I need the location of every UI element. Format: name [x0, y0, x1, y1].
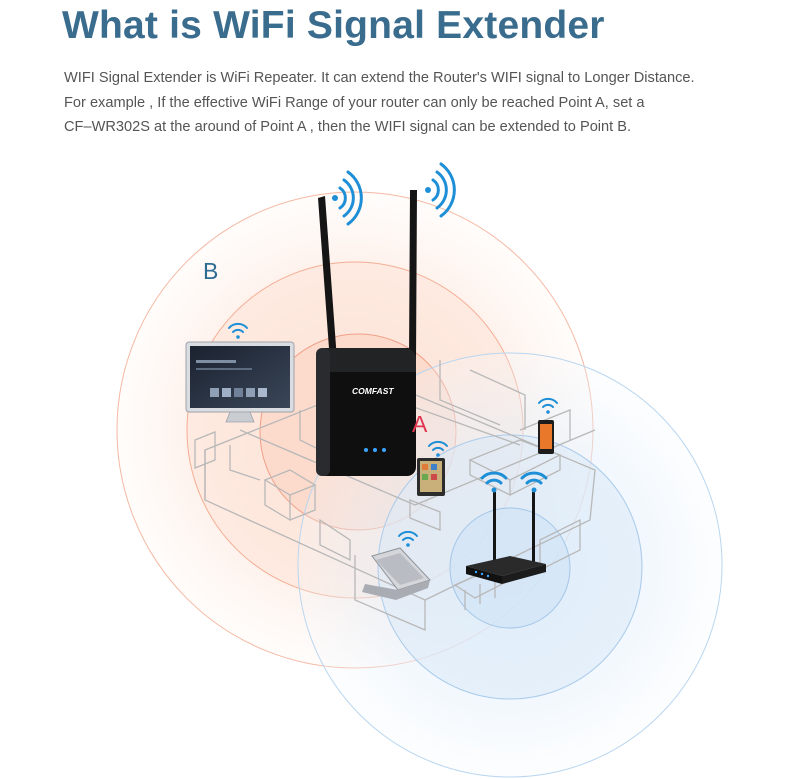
description-line-2: For example , If the effective WiFi Rang…	[64, 94, 645, 111]
wifi-icon	[425, 162, 456, 218]
monitor-device	[185, 341, 295, 423]
description: WIFI Signal Extender is WiFi Repeater. I…	[64, 66, 764, 140]
wifi-icon	[520, 471, 548, 493]
wifi-icon	[398, 530, 418, 547]
point-a-label: A	[412, 411, 428, 437]
description-line-1: WIFI Signal Extender is WiFi Repeater. I…	[64, 70, 695, 86]
wifi-icon	[538, 397, 558, 414]
extender-device: COMFAST	[316, 190, 417, 476]
extender-diagram: COMFAST	[116, 162, 723, 778]
phone-device	[538, 420, 554, 454]
page-title: What is WiFi Signal Extender	[62, 4, 605, 47]
description-line-3: CF–WR302S at the around of Point A , the…	[64, 119, 632, 135]
point-b-label: B	[203, 258, 219, 284]
laptop-device	[362, 547, 431, 600]
wifi-icon	[428, 440, 448, 457]
wifi-icon	[332, 170, 363, 226]
extender-brand: COMFAST	[352, 386, 394, 396]
wifi-icon	[480, 471, 508, 493]
wifi-icon	[228, 322, 248, 339]
tablet-device	[417, 458, 445, 496]
router-device	[466, 492, 546, 584]
